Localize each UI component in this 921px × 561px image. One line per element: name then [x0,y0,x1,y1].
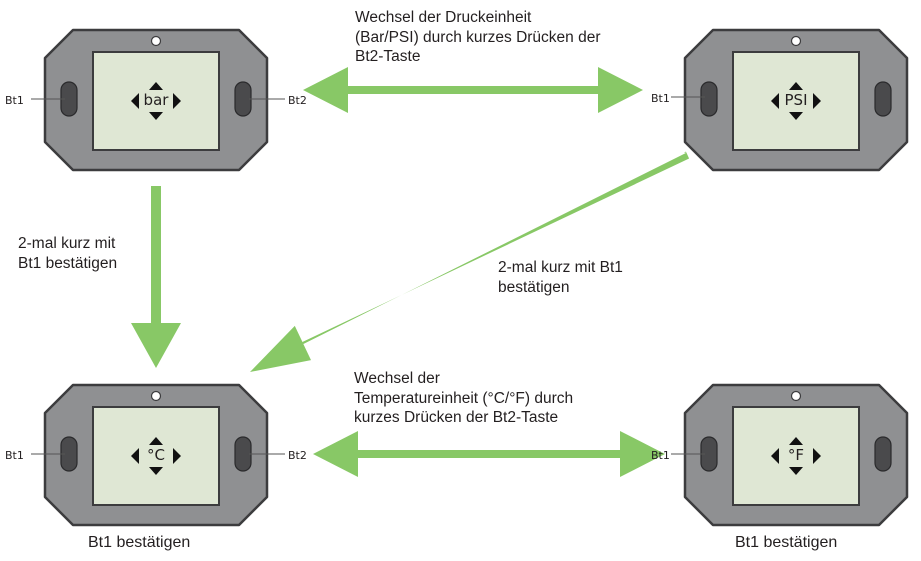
led-circle-icon [790,35,802,47]
caption-bottom-right: Bt1 bestätigen [735,534,838,551]
device-top-left: Bt1 Bt2 bar [5,28,307,172]
bt2-button [234,81,252,117]
bt1-label: Bt1 [5,94,24,107]
label-line: Wechsel der [354,370,440,387]
label-line: (Bar/PSI) durch kurzes Drücken der [355,28,601,46]
label-line: Bt1 bestätigen [18,254,118,272]
bt2-button [874,81,892,117]
right-triangle-icon [813,93,821,109]
device-top-right: Bt1 PSI [651,28,909,172]
down-triangle-icon [149,112,163,120]
label-confirm-diagonal: 2-mal kurz mit Bt1 bestätigen [498,258,623,297]
bt2-button [874,436,892,472]
down-triangle-icon [789,467,803,475]
down-triangle-icon [789,112,803,120]
bt1-label: Bt1 [651,449,670,462]
label-line: 2-mal kurz mit [18,235,116,252]
label-pressure-switch: Wechsel der Druckeinheit (Bar/PSI) durch… [355,8,601,67]
up-triangle-icon [149,437,163,445]
bt1-label: Bt1 [5,449,24,462]
label-line: Bt2-Taste [355,48,421,65]
label-line: 2-mal kurz mit Bt1 [498,259,623,276]
display-screen [732,406,860,506]
right-triangle-icon [813,448,821,464]
label-line: Wechsel der Druckeinheit [355,9,532,26]
led-circle-icon [150,390,162,402]
arrow-confirm-diagonal [250,151,690,372]
left-triangle-icon [131,93,139,109]
display-value: °F [788,446,804,464]
label-temperature-switch: Wechsel der Temperatureinheit (°C/°F) du… [354,369,573,428]
device-bottom-left: Bt1 Bt2 °C [5,383,307,527]
bt2-label: Bt2 [288,449,307,462]
right-triangle-icon [173,93,181,109]
label-line: bestätigen [498,278,570,296]
up-triangle-icon [149,82,163,90]
arrows-layer [131,67,690,477]
display-screen [92,51,220,151]
arrow-pressure-switch [303,67,643,113]
bt1-label: Bt1 [651,92,670,105]
device-bottom-right: Bt1 °F [651,383,909,527]
left-triangle-icon [771,448,779,464]
up-triangle-icon [789,82,803,90]
caption-bottom-left: Bt1 bestätigen [88,534,191,551]
display-value: PSI [785,91,808,109]
left-triangle-icon [771,93,779,109]
label-line: Temperatureinheit (°C/°F) durch [354,389,574,407]
right-triangle-icon [173,448,181,464]
led-circle-icon [790,390,802,402]
display-value: bar [144,91,170,109]
arrow-confirm-left [131,186,181,368]
arrow-temperature-switch [313,431,665,477]
left-triangle-icon [131,448,139,464]
display-screen [732,51,860,151]
display-value: °C [147,446,165,464]
bt2-button [234,436,252,472]
label-line: kurzes Drücken der Bt2-Taste [354,409,559,426]
display-screen [92,406,220,506]
bt1-button [700,81,718,117]
up-triangle-icon [789,437,803,445]
down-triangle-icon [149,467,163,475]
label-confirm-left: 2-mal kurz mit Bt1 bestätigen [18,234,117,273]
bt2-label: Bt2 [288,94,307,107]
led-circle-icon [150,35,162,47]
